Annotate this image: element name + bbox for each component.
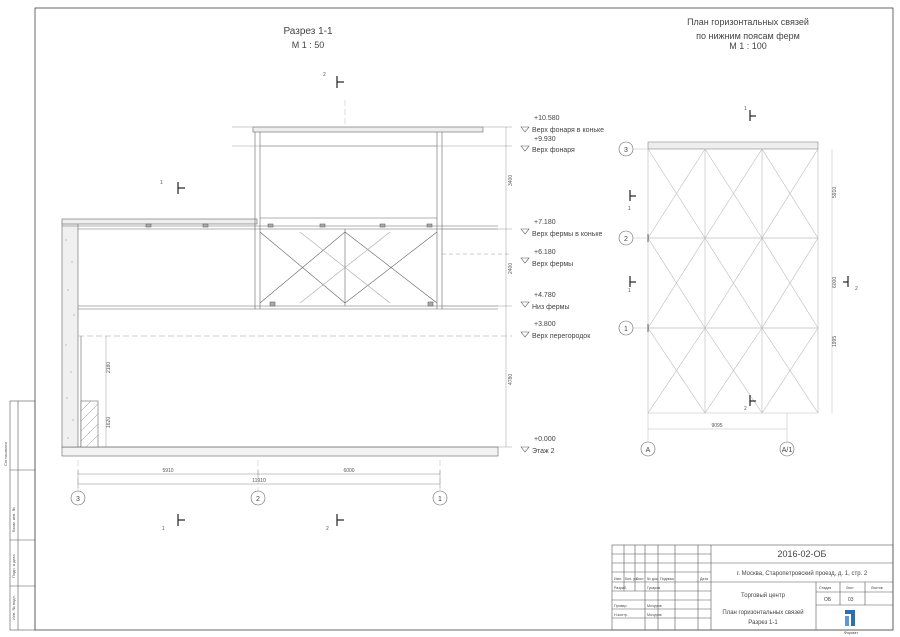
cut-mark-label: 1 <box>162 526 165 532</box>
section-view <box>61 126 499 457</box>
level-value: +3.800 <box>534 321 556 328</box>
plan-view <box>647 141 819 414</box>
level-value: +7.180 <box>534 219 556 226</box>
company-name: Формат <box>844 630 858 635</box>
axis-label: А <box>646 447 651 454</box>
title-block <box>611 544 894 631</box>
role-name: Мочуров <box>647 604 662 608</box>
stamp-label: Инв. № подл. <box>11 595 16 620</box>
dim-text: 6000 <box>832 277 838 288</box>
header-col: Дата <box>700 577 708 581</box>
dim-text: 4780 <box>508 374 514 385</box>
axis-label: 2 <box>256 496 260 503</box>
section-cut-marks <box>177 76 344 526</box>
cut-mark-label: 2 <box>326 526 329 532</box>
horizontal-dimensions <box>77 470 441 488</box>
level-labels: +10.580 Верх фонаря в коньке +9.930 Верх… <box>532 115 604 455</box>
sheet-label: Лист <box>846 586 854 590</box>
role-label: Разраб. <box>614 586 627 590</box>
level-value: +9.930 <box>534 136 556 143</box>
role-name: Гусаров <box>647 586 660 590</box>
partition-hatch-lines <box>80 400 99 448</box>
level-leaders <box>78 126 512 448</box>
cut-mark-label: 1 <box>744 106 747 112</box>
level-value: +0.000 <box>534 436 556 443</box>
dim-text: 2180 <box>106 362 112 373</box>
stamp-label: Подп. и дата <box>11 554 16 578</box>
concrete-wall <box>61 222 79 448</box>
level-label: Верх фермы в коньке <box>532 231 603 238</box>
dim-text: 6000 <box>343 468 354 474</box>
plan-cut-marks <box>629 110 849 406</box>
plan-scale: М 1 : 100 <box>729 41 767 51</box>
cut-mark-label: 1 <box>628 206 631 212</box>
dim-text: 3400 <box>508 175 514 186</box>
level-label: Этаж 2 <box>532 448 555 455</box>
level-value: +4.780 <box>534 292 556 299</box>
role-label: Провер. <box>614 604 627 608</box>
section-axis-lines <box>77 100 441 492</box>
plan-dimensions: 5910 6000 1995 9095 <box>711 187 838 429</box>
cut-mark-label: 2 <box>323 72 326 78</box>
concrete-hatch <box>65 239 75 439</box>
plan-title-line1: План горизонтальных связей <box>687 17 809 27</box>
cut-mark-label: 1 <box>160 180 163 186</box>
side-stamp <box>9 400 36 631</box>
header-col: № док. <box>647 577 659 581</box>
stamp-label: Согласовано <box>3 441 8 466</box>
stage-value: ОБ <box>824 597 832 603</box>
cut-mark-label: 2 <box>744 406 747 412</box>
dim-text: 1995 <box>832 336 838 347</box>
axis-label: 1 <box>624 326 628 333</box>
level-label: Низ фермы <box>532 304 570 311</box>
level-value: +10.580 <box>534 115 560 122</box>
axis-label: 3 <box>624 147 628 154</box>
role-name: Мочуров <box>647 613 662 617</box>
vertical-dimensions: 3400 2400 4780 2180 1620 <box>106 175 514 428</box>
sheet-title-2: Разрез 1-1 <box>748 620 778 626</box>
doc-code: 2016-02-ОБ <box>778 549 827 559</box>
header-col: Кол. уч. <box>625 577 638 581</box>
header-col: Лист <box>636 577 644 581</box>
header-col: Изм. <box>614 577 622 581</box>
section-title: Разрез 1-1 <box>283 26 333 37</box>
axis-label: 3 <box>76 496 80 503</box>
doc-object: Торговый центр <box>741 592 786 599</box>
stamp-label: Взам. инв. № <box>11 507 16 532</box>
axis-label: 1 <box>438 496 442 503</box>
plan-axis-lines <box>633 148 833 442</box>
stage-label: Стадия <box>819 586 831 590</box>
level-label: Верх фонаря <box>532 147 575 154</box>
dim-text: 5910 <box>162 468 173 474</box>
dim-text: 9095 <box>711 423 722 429</box>
axis-label: А/1 <box>782 447 793 454</box>
dim-text: 1620 <box>106 417 112 428</box>
dim-text: 5910 <box>832 187 838 198</box>
doc-address: г. Москва, Старопетровский проезд, д. 1,… <box>737 570 868 577</box>
section-scale: М 1 : 50 <box>292 40 325 50</box>
skylight-roof <box>252 126 484 133</box>
level-label: Верх фермы <box>532 261 573 268</box>
plan-title-line2: по нижним поясам ферм <box>696 31 800 41</box>
sheets-label: Листов <box>871 586 883 590</box>
header-col: Подпись <box>660 577 674 581</box>
plan-axis-bubbles: 3 2 1 А А/1 <box>618 141 795 457</box>
role-label: Н.контр. <box>614 613 628 617</box>
sheet-value: 03 <box>848 597 854 603</box>
axis-label: 2 <box>624 236 628 243</box>
sheet-frame <box>34 7 894 631</box>
level-label: Верх перегородок <box>532 333 591 340</box>
cut-mark-label: 1 <box>628 288 631 294</box>
dim-text: 11910 <box>252 478 266 484</box>
section-axis-bubbles: 3 2 1 <box>70 490 448 506</box>
level-markers <box>520 126 530 453</box>
dim-text: 2400 <box>508 263 514 274</box>
company-logo: Формат <box>844 610 858 635</box>
partition-hatch <box>80 400 99 448</box>
sheet-title-1: План горизонтальных связей <box>722 609 803 616</box>
cut-mark-label: 2 <box>855 286 858 292</box>
level-label: Верх фонаря в коньке <box>532 127 604 134</box>
level-value: +6.180 <box>534 249 556 256</box>
